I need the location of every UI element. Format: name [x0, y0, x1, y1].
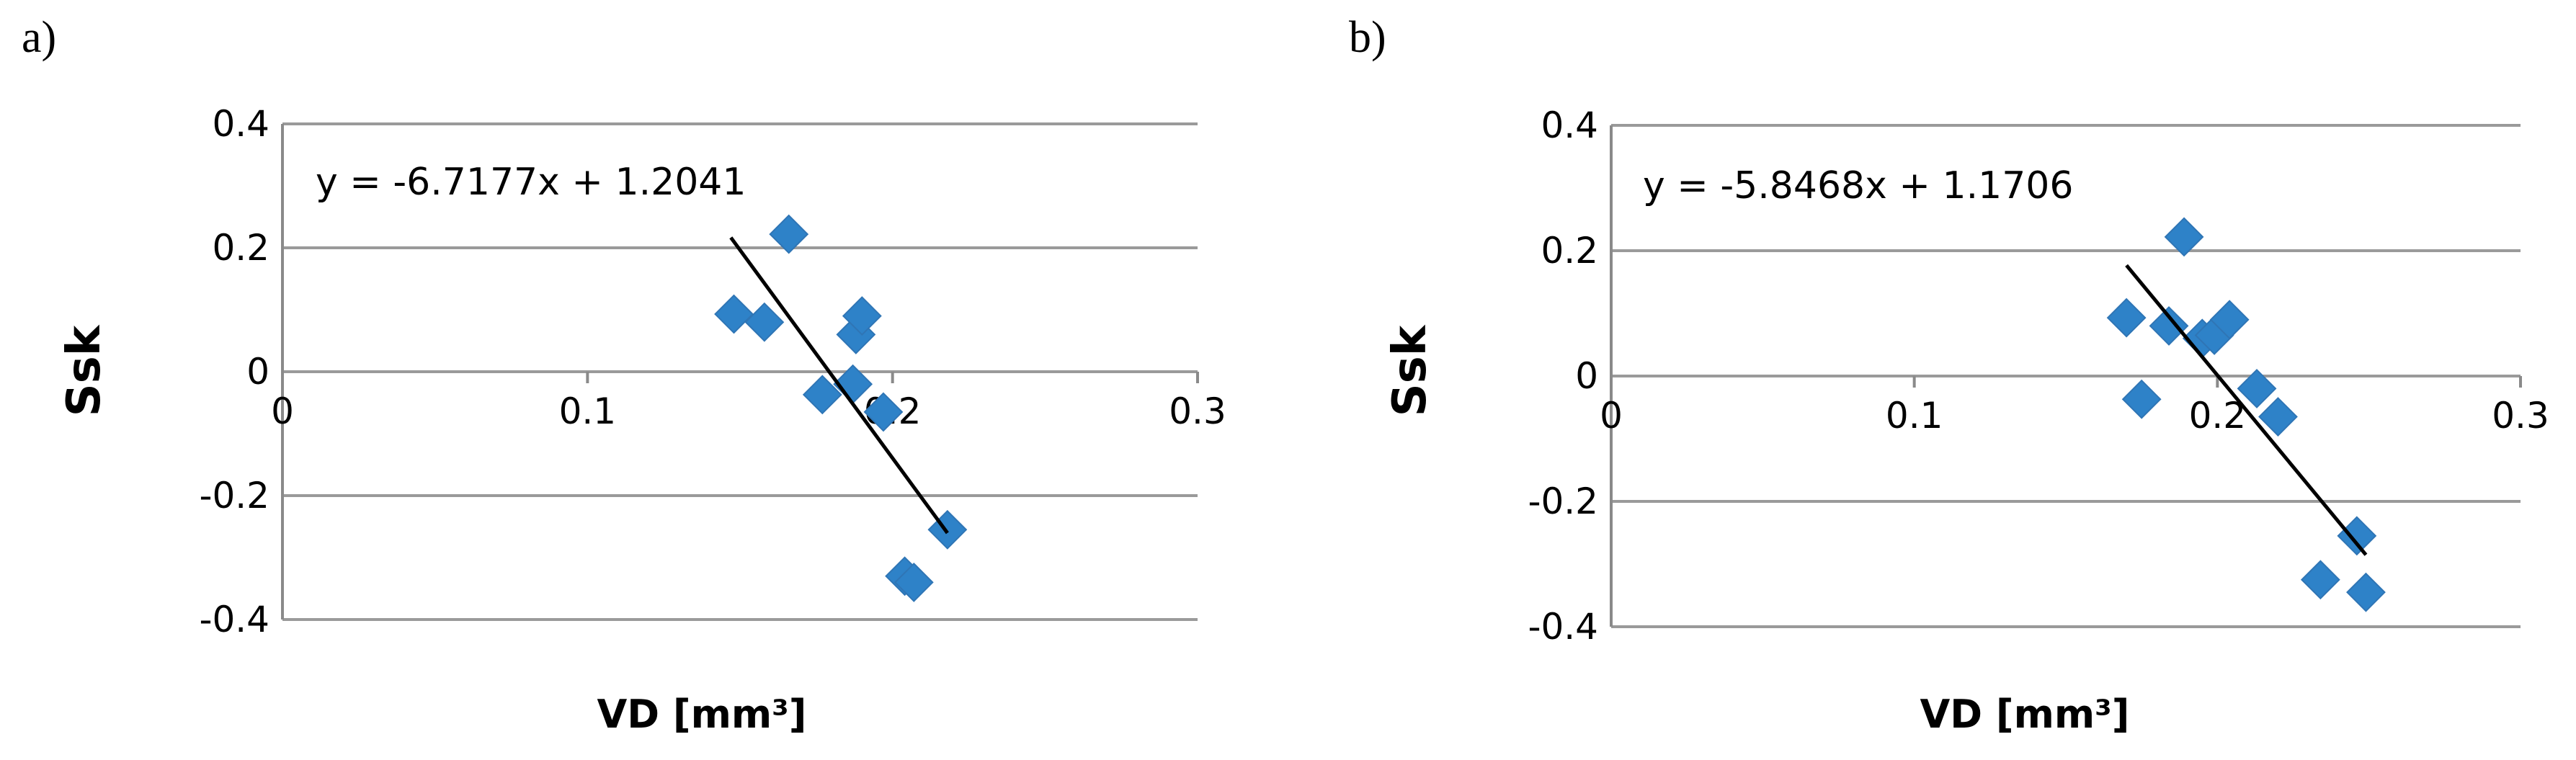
- y-axis-title-a: Ssk: [58, 324, 111, 416]
- panel-label-a: a): [22, 13, 56, 62]
- data-point-b-1: [2121, 379, 2162, 419]
- x-tick-label-a-3: 0.3: [1169, 390, 1226, 432]
- trendline-segment-a: [729, 236, 949, 535]
- y-tick-label-a-2: 0: [246, 351, 269, 393]
- y-tick-label-a-3: -0.2: [199, 475, 269, 517]
- y-tick-label-b-3: -0.2: [1528, 480, 1598, 522]
- data-point-a-1: [744, 302, 785, 342]
- grid-a: [282, 122, 1198, 621]
- x-tick-label-a-1: 0.1: [559, 390, 617, 432]
- y-tick-label-b-1: 0.2: [1541, 230, 1598, 272]
- x-tick-label-b-2: 0.2: [2189, 395, 2247, 437]
- x-tick-label-b-1: 0.1: [1886, 395, 1943, 437]
- scatter-panel-a: a) 0.4 0.2 0 -0.2 -0.4 0 0.1 0.2 0.3 y = -6.717…: [22, 13, 1226, 737]
- trendline-equation-a: y = -6.7177x + 1.2041: [316, 161, 746, 204]
- x-axis-title-b: VD [mm³]: [1920, 692, 2130, 737]
- data-point-b-11: [2346, 572, 2386, 612]
- data-points-a: [714, 214, 968, 602]
- grid-b: [1611, 124, 2521, 628]
- data-point-a-7: [863, 392, 904, 432]
- data-point-b-3: [2164, 217, 2204, 257]
- y-tick-labels-a: 0.4 0.2 0 -0.2 -0.4: [199, 103, 269, 640]
- trendline-equation-b: y = -5.8468x + 1.1706: [1643, 164, 2073, 207]
- scatter-panel-b: b) 0.4 0.2 0 -0.2 -0.4 0 0.1 0.2 0.3 y = -5.846…: [1349, 13, 2549, 737]
- panel-label-b: b): [1349, 13, 1386, 62]
- data-points-b: [2106, 217, 2386, 612]
- y-tick-label-b-0: 0.4: [1541, 104, 1598, 146]
- data-point-b-8: [2258, 397, 2298, 437]
- data-point-b-6: [2209, 300, 2250, 340]
- y-axis-title-b: Ssk: [1383, 324, 1437, 416]
- x-axis-title-a: VD [mm³]: [597, 692, 807, 737]
- data-point-a-3: [802, 375, 842, 415]
- y-tick-label-b-4: -0.4: [1528, 606, 1598, 648]
- x-tick-labels-b: 0 0.1 0.2 0.3: [1600, 395, 2549, 437]
- y-tick-label-b-2: 0: [1575, 355, 1598, 397]
- data-point-b-9: [2300, 560, 2340, 600]
- data-point-b-7: [2237, 368, 2277, 408]
- data-point-a-2: [769, 214, 809, 254]
- x-tick-labels-a: 00.10.20.3: [271, 390, 1226, 432]
- trendline-a: [729, 236, 949, 535]
- data-point-a-9: [893, 562, 934, 602]
- data-point-b-0: [2106, 298, 2147, 338]
- y-tick-label-a-1: 0.2: [212, 227, 269, 269]
- x-tick-label-b-3: 0.3: [2492, 395, 2549, 437]
- x-tick-label-a-0: 0: [271, 390, 294, 432]
- y-tick-label-a-0: 0.4: [212, 103, 269, 145]
- y-tick-labels-b: 0.4 0.2 0 -0.2 -0.4: [1528, 104, 1598, 648]
- x-tick-label-b-0: 0: [1600, 395, 1623, 437]
- axes-a: [281, 124, 1199, 620]
- trendline-b: [2125, 264, 2368, 556]
- data-point-b-2: [2149, 305, 2189, 346]
- trendline-segment-b: [2125, 264, 2368, 556]
- data-point-a-0: [714, 294, 754, 334]
- y-tick-label-a-4: -0.4: [199, 599, 269, 640]
- data-point-a-6: [842, 296, 882, 336]
- data-point-b-10: [2337, 516, 2377, 556]
